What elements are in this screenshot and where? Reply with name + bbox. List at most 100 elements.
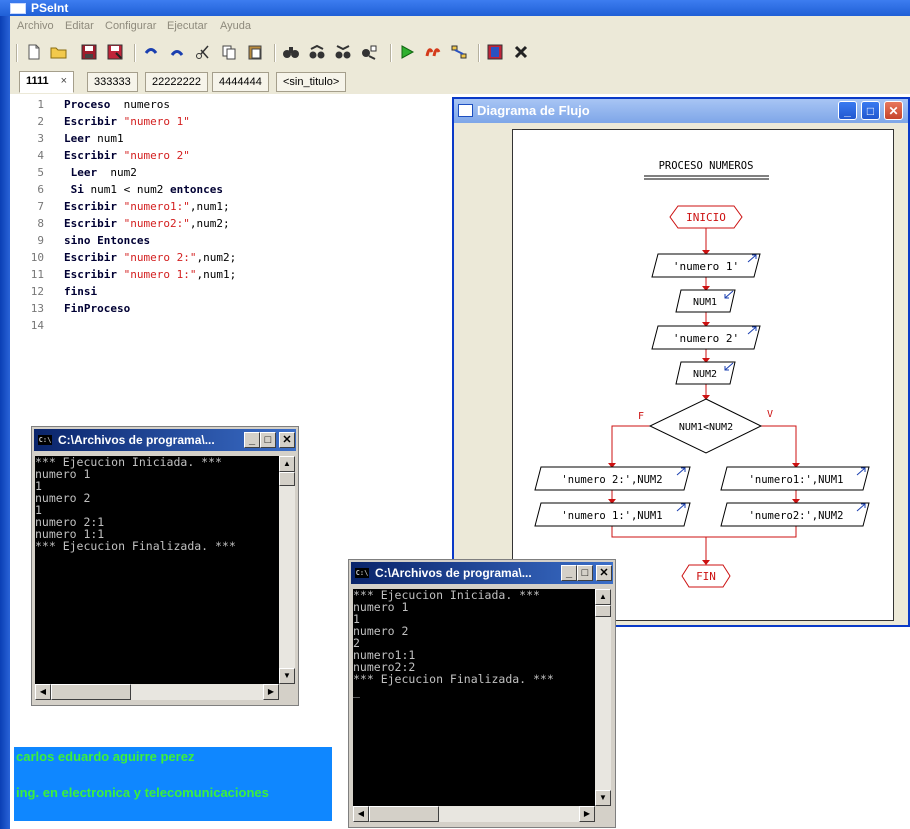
scroll-up-icon[interactable]: ▲ [279,456,295,472]
keyword-token: sino Entonces [64,234,151,247]
open-folder-icon[interactable] [50,43,68,61]
copy-icon[interactable] [220,43,238,61]
code-token [117,149,124,162]
save-as-icon[interactable] [106,43,124,61]
console-line: *** Ejecucion Iniciada. *** [35,456,222,469]
scroll-left-icon[interactable]: ◀ [35,684,51,700]
code-text: sino Entonces [64,232,150,249]
flowchart-icon[interactable] [450,43,468,61]
scroll-thumb[interactable] [369,806,439,822]
console-title: C:\Archivos de programa\... [58,433,215,447]
close-button[interactable]: ✕ [596,565,612,581]
console-window-2: C:\ C:\Archivos de programa\... _ □ ✕ **… [348,559,616,828]
redo-icon[interactable] [168,43,186,61]
minimize-button[interactable]: _ [561,565,577,581]
code-text: Escribir "numero 1" [64,113,190,130]
vertical-scrollbar[interactable]: ▲ ▼ [595,589,611,806]
code-token: ,num2; [189,217,230,230]
toolbar-separator [390,44,392,62]
scroll-up-icon[interactable]: ▲ [595,589,611,605]
tab-4444444[interactable]: 4444444 [212,72,269,92]
maximize-button[interactable]: □ [861,101,880,120]
keyword-token: entonces [169,183,223,196]
close-button[interactable]: ✕ [279,432,295,448]
scroll-right-icon[interactable]: ▶ [579,806,595,822]
console-line: numero 2 [353,624,409,638]
line-number: 9 [37,234,44,247]
code-token [117,268,124,281]
console-line: numero1:1 [353,648,416,662]
new-file-icon[interactable] [25,43,43,61]
scroll-thumb[interactable] [595,605,611,617]
console-titlebar[interactable]: C:\ C:\Archivos de programa\... _ □ ✕ [351,562,613,584]
tab-333333[interactable]: 333333 [87,72,138,92]
arrowhead [702,358,710,363]
maximize-button[interactable]: □ [577,565,593,581]
save-icon[interactable] [80,43,98,61]
close-icon[interactable] [512,43,530,61]
horizontal-scrollbar[interactable]: ◀ ▶ [35,684,279,700]
paste-icon[interactable] [246,43,264,61]
author-degree: ing. en electronica y telecomunicaciones [16,785,269,800]
scroll-right-icon[interactable]: ▶ [263,684,279,700]
close-button[interactable]: ✕ [884,101,903,120]
output-shape [534,466,691,491]
flowchart-svg: PROCESO NUMEROS [534,160,870,588]
code-token: num1 [90,132,124,145]
app-title: PSeInt [31,1,69,15]
tab-label: 1111 [26,75,49,87]
flowchart-heading: PROCESO NUMEROS [659,160,754,172]
code-text: Leer num1 [64,130,124,147]
output-shape [720,466,870,491]
scroll-down-icon[interactable]: ▼ [279,668,295,684]
menu-configurar[interactable]: Configurar [105,20,157,32]
flowchart-canvas: PROCESO NUMEROS [512,129,894,621]
string-token: "numero 2:" [123,251,197,264]
tab-22222222[interactable]: 22222222 [145,72,208,92]
console-titlebar[interactable]: C:\ C:\Archivos de programa\... _ □ ✕ [34,429,296,451]
scroll-thumb[interactable] [51,684,131,700]
input-shape [675,289,736,313]
scroll-down-icon[interactable]: ▼ [595,790,611,806]
window-border [0,16,10,829]
menu-editar[interactable]: Editar [65,20,94,32]
output-arrow-icon [747,254,757,263]
undo-icon[interactable] [142,43,160,61]
find-previous-icon[interactable] [308,43,326,61]
scroll-left-icon[interactable]: ◀ [353,806,369,822]
horizontal-scrollbar[interactable]: ◀ ▶ [353,806,595,822]
help-icon[interactable] [486,43,504,61]
line-number: 8 [37,217,44,230]
maximize-button[interactable]: □ [260,432,276,448]
minimize-button[interactable]: _ [838,101,857,120]
arrowhead [608,499,616,504]
menu-archivo[interactable]: Archivo [17,20,54,32]
minimize-button[interactable]: _ [244,432,260,448]
keyword-token: Escribir [64,217,117,230]
tab-1111[interactable]: 1111 × [19,71,75,93]
menu-ayuda[interactable]: Ayuda [220,20,251,32]
console-line: 1 [353,612,360,626]
console-line: 2 [353,636,360,650]
find-icon[interactable] [282,43,300,61]
console-line: numero 2 [35,491,91,505]
find-next-icon[interactable] [334,43,352,61]
code-token [64,183,71,196]
cut-icon[interactable] [194,43,212,61]
flowchart-titlebar[interactable]: Diagrama de Flujo _ □ ✕ [454,99,908,123]
line-number: 10 [30,251,44,264]
code-token [117,115,124,128]
step-run-icon[interactable] [424,43,442,61]
keyword-token: Escribir [64,268,117,281]
replace-icon[interactable] [360,43,378,61]
menu-ejecutar[interactable]: Ejecutar [167,20,208,32]
scroll-thumb[interactable] [279,472,295,486]
code-token [64,166,71,179]
string-token: "numero2:" [123,217,190,230]
tab-close-icon[interactable]: × [60,75,68,87]
tab-sin-titulo[interactable]: <sin_titulo> [276,72,347,92]
vertical-scrollbar[interactable]: ▲ ▼ [279,456,295,684]
run-icon[interactable] [398,43,416,61]
